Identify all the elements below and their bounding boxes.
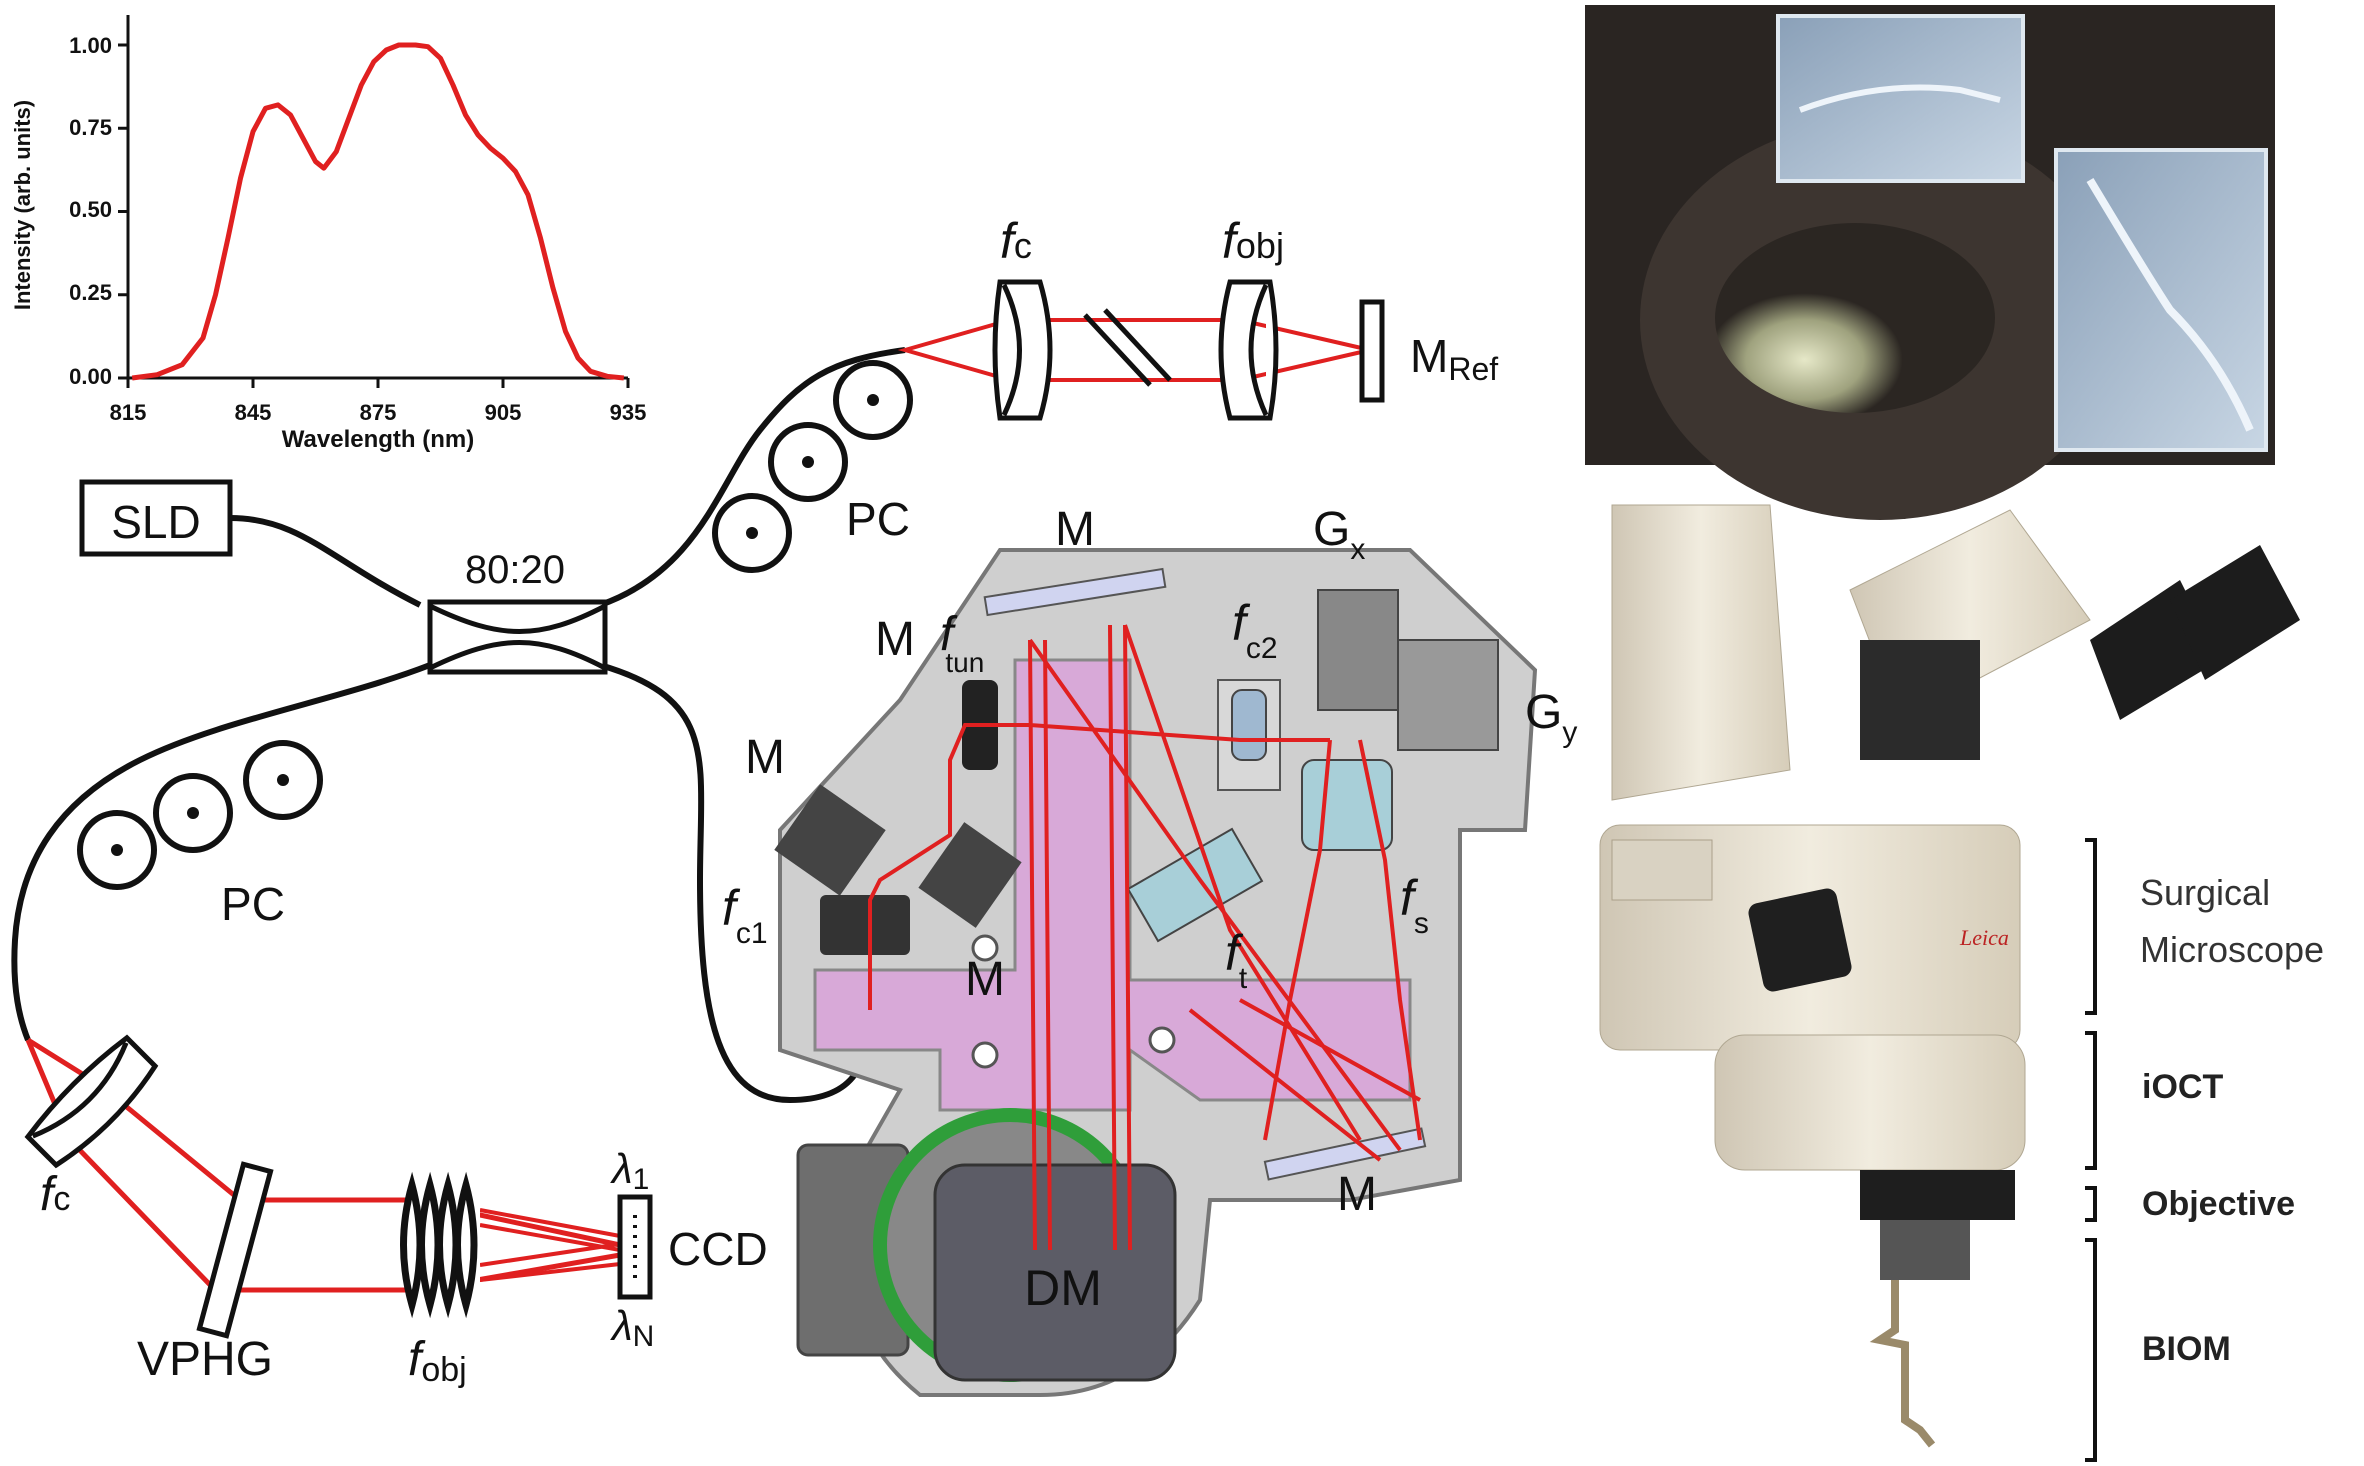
mirror-label: M bbox=[1337, 1168, 1377, 1221]
fold-mirror-mount-2 bbox=[918, 822, 1022, 928]
reference-mirror bbox=[1359, 299, 1385, 403]
fobj-ref-label: fobj bbox=[1222, 213, 1284, 269]
mirror-label: M bbox=[875, 613, 915, 666]
biom-arm bbox=[1869, 1280, 1936, 1448]
y-tick-label: 0.75 bbox=[69, 115, 112, 140]
biom-label: BIOM bbox=[2142, 1330, 2231, 1368]
mirror-label: M bbox=[965, 953, 1005, 1006]
x-tick-label: 845 bbox=[235, 400, 272, 425]
dispersion-plate bbox=[1083, 313, 1152, 387]
ft-lens bbox=[1126, 827, 1264, 943]
fc-spectrometer-lens bbox=[24, 1034, 159, 1169]
spectrum-series-line bbox=[131, 42, 625, 381]
sld-label: SLD bbox=[111, 496, 200, 548]
mref-label: MRef bbox=[1410, 330, 1498, 387]
polarization-controller-lower bbox=[77, 740, 323, 890]
coupler-ratio-label: 80:20 bbox=[465, 548, 565, 592]
surgical-microscope-photo: Leica Surgical Microscope iOCT Objective… bbox=[1599, 504, 2324, 1462]
mount-hole bbox=[971, 1041, 999, 1069]
fobj-spectrometer-lens-group bbox=[400, 1171, 480, 1319]
y-tick-label: 0.25 bbox=[69, 280, 112, 305]
mirror-label: M bbox=[1055, 503, 1095, 556]
y-tick-label: 1.00 bbox=[69, 33, 112, 58]
fiber-sld bbox=[229, 515, 422, 608]
gy-label: Gy bbox=[1525, 686, 1577, 749]
lambdaN-label: λN bbox=[610, 1302, 654, 1353]
microscope-side-port bbox=[1748, 888, 1852, 992]
bracket-ioct bbox=[2085, 1031, 2097, 1170]
bracket-objective bbox=[2085, 1186, 2097, 1222]
x-tick-label: 875 bbox=[360, 400, 397, 425]
x-axis-title: Wavelength (nm) bbox=[282, 426, 474, 453]
ioct-bscan-upper-tissue bbox=[1798, 84, 2001, 113]
dispersion-plate bbox=[1103, 308, 1172, 382]
ioct-bscan-lower-tissue bbox=[2086, 177, 2254, 432]
microscope-top-housing bbox=[1611, 504, 1791, 801]
microscope-vent bbox=[1611, 839, 1713, 901]
fc2-lens bbox=[1231, 689, 1267, 761]
x-tick-label: 935 bbox=[610, 400, 647, 425]
fobj-spec-label: fobj bbox=[408, 1333, 467, 1389]
spectrum-chart: 1.00 0.75 0.50 0.25 0.00 815 845 875 905… bbox=[10, 15, 646, 453]
objective-lens bbox=[1860, 1170, 2015, 1220]
sld-box bbox=[79, 479, 233, 557]
mirror-top bbox=[983, 567, 1167, 617]
fiber-reference-arm bbox=[599, 347, 906, 608]
ccd-label: CCD bbox=[668, 1223, 768, 1275]
fc1-collimator bbox=[820, 895, 910, 955]
surgical-label: Surgical bbox=[2140, 872, 2270, 913]
fc2-label: fc2 bbox=[1232, 595, 1278, 665]
dm-label: DM bbox=[1024, 1260, 1102, 1316]
pc-upper-label: PC bbox=[846, 493, 910, 545]
fc-ref-lens bbox=[992, 279, 1053, 421]
fiber-spectrometer bbox=[11, 662, 432, 1042]
pc-lower-label: PC bbox=[221, 878, 285, 930]
gx-label: Gx bbox=[1313, 503, 1365, 566]
fc-ref-label: fc bbox=[1000, 213, 1032, 269]
fc1-label: fc1 bbox=[722, 880, 768, 950]
biom-lens bbox=[1880, 1220, 1970, 1280]
x-tick-label: 905 bbox=[485, 400, 522, 425]
objective-label: Objective bbox=[2142, 1185, 2295, 1223]
ioct-view-photo bbox=[1585, 5, 2275, 520]
ioct-label: iOCT bbox=[2142, 1068, 2223, 1106]
ioct-pupil bbox=[1715, 223, 1995, 413]
y-tick-label: 0.00 bbox=[69, 364, 112, 389]
microscope-brand: Leica bbox=[1959, 925, 2009, 950]
lambda1-label: λ1 bbox=[610, 1145, 649, 1196]
fc-spec-label: fc bbox=[40, 1168, 70, 1221]
spectrometer-beam-fan bbox=[479, 1208, 621, 1282]
microscope-label: Microscope bbox=[2140, 929, 2324, 970]
y-tick-label: 0.50 bbox=[69, 197, 112, 222]
ioct-module bbox=[1714, 1034, 2026, 1171]
bracket-biom bbox=[2085, 1238, 2097, 1462]
fiber-interferometer-schematic: SLD 80:20 PC PC bbox=[11, 347, 913, 1104]
galvo-y bbox=[1397, 639, 1499, 751]
fobj-ref-lens bbox=[1218, 279, 1279, 421]
sample-beam bbox=[868, 624, 1422, 1251]
spectrometer: fc VPHG fobj CCD λ1 λN bbox=[24, 1034, 768, 1389]
x-tick-label: 815 bbox=[110, 400, 147, 425]
mount-hole bbox=[1148, 1026, 1176, 1054]
reference-arm: fc fobj MRef bbox=[897, 213, 1498, 421]
bracket-surgical-microscope bbox=[2085, 838, 2097, 1015]
fiber-sample-arm bbox=[599, 662, 873, 1104]
vphg-grating bbox=[196, 1161, 274, 1339]
eyepiece-right bbox=[2170, 545, 2300, 680]
y-axis-title: Intensity (arb. units) bbox=[10, 100, 35, 310]
fiber-coupler bbox=[427, 599, 608, 675]
mirror-label: M bbox=[745, 731, 785, 784]
galvo-x bbox=[1317, 589, 1399, 711]
coupler-fibers bbox=[428, 603, 607, 671]
microscope-bellows bbox=[1860, 640, 1980, 760]
mirror-bottom bbox=[1263, 1127, 1427, 1181]
fold-mirror-mount-1 bbox=[774, 784, 886, 896]
polarization-controller-upper bbox=[712, 360, 913, 573]
mount-hole bbox=[971, 934, 999, 962]
vphg-label: VPHG bbox=[137, 1333, 273, 1386]
